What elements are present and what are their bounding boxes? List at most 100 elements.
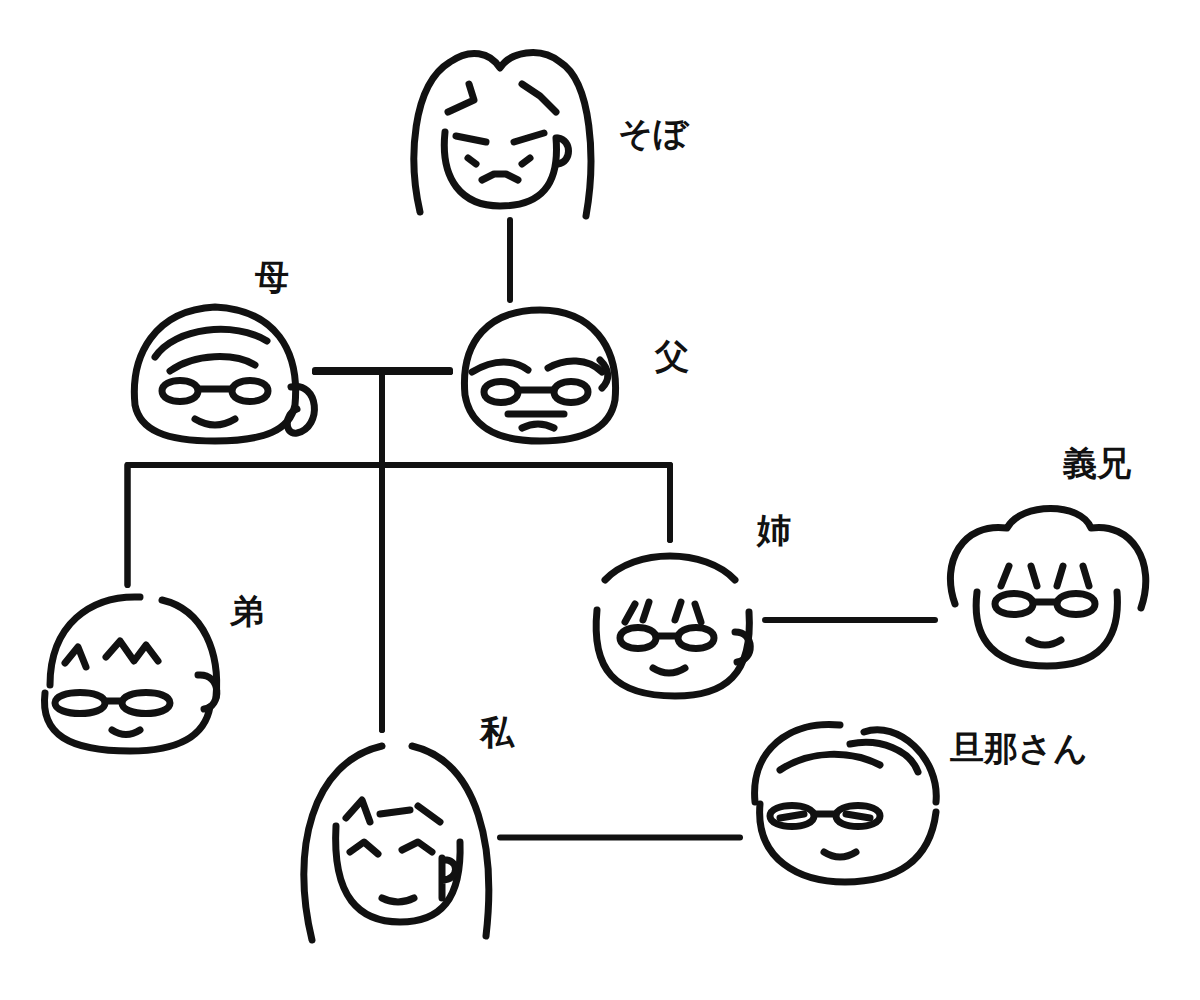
face-stroke (195, 419, 235, 425)
person-label: 旦那さん (950, 730, 1088, 767)
face-stroke (198, 386, 232, 393)
face-stroke (162, 381, 198, 402)
face-stroke (518, 387, 554, 394)
family-line (382, 372, 670, 540)
person-face: 私 (290, 730, 500, 945)
face-stroke (850, 742, 918, 772)
family-line (315, 372, 382, 730)
person-face: 父 (450, 300, 625, 445)
face-stroke (625, 602, 701, 622)
face-stroke (444, 132, 556, 206)
face-stroke (522, 424, 554, 428)
family-line (382, 372, 450, 730)
face-stroke (65, 647, 86, 667)
face-stroke (780, 754, 880, 770)
person-face: 母 (115, 295, 315, 445)
family-line (507, 220, 513, 300)
face-stroke (554, 382, 588, 403)
face-stroke (442, 858, 456, 898)
face-stroke (620, 628, 656, 649)
person-label: 義兄 (1063, 445, 1131, 482)
face-stroke (522, 158, 530, 164)
face-stroke (380, 810, 410, 814)
face-drawing (450, 300, 625, 445)
face-stroke (558, 138, 569, 164)
face-stroke (482, 174, 518, 180)
face-stroke (50, 597, 140, 685)
face-drawing (935, 500, 1160, 670)
face-stroke (382, 898, 414, 902)
face-stroke (995, 594, 1033, 615)
face-stroke (336, 826, 461, 922)
person-label: 父 (655, 338, 689, 375)
face-stroke (55, 693, 105, 714)
face-stroke (760, 804, 936, 882)
face-stroke (824, 852, 856, 857)
face-stroke (522, 84, 556, 112)
face-stroke (402, 842, 432, 852)
face-stroke (122, 693, 170, 714)
face-drawing (290, 730, 500, 945)
person-face: 義兄 (935, 500, 1160, 670)
face-stroke (1057, 594, 1095, 615)
face-stroke (976, 592, 1117, 666)
face-stroke (596, 610, 749, 696)
face-stroke (44, 693, 210, 751)
person-label: 姉 (757, 512, 791, 549)
person-label: 弟 (230, 593, 264, 630)
face-stroke (1029, 640, 1061, 645)
face-stroke (514, 133, 544, 142)
family-line (765, 617, 935, 623)
face-drawing (575, 540, 765, 700)
face-stroke (232, 381, 268, 402)
person-face: 姉 (575, 540, 765, 700)
face-stroke (162, 600, 217, 697)
face-drawing (390, 40, 610, 220)
face-stroke (735, 632, 750, 662)
face-stroke (414, 53, 591, 216)
face-stroke (170, 357, 255, 371)
face-stroke (656, 633, 678, 640)
face-stroke (780, 814, 870, 818)
face-stroke (548, 361, 602, 372)
face-stroke (346, 800, 370, 822)
family-line (500, 835, 740, 841)
face-drawing (30, 585, 225, 755)
face-stroke (105, 698, 122, 705)
person-label: 私 (480, 714, 514, 751)
face-stroke (198, 675, 217, 709)
face-stroke (814, 811, 836, 818)
person-face: 弟 (30, 585, 225, 755)
face-stroke (412, 746, 489, 936)
person-label: そぼ (618, 115, 688, 152)
face-stroke (468, 158, 476, 164)
face-stroke (304, 746, 382, 940)
face-stroke (418, 806, 440, 822)
face-stroke (1001, 566, 1089, 586)
face-stroke (1033, 599, 1057, 606)
person-label: 母 (255, 259, 289, 296)
face-stroke (155, 329, 267, 357)
person-face: 旦那さん (740, 710, 945, 890)
face-stroke (600, 360, 608, 388)
face-stroke (456, 136, 486, 142)
person-face: そぼ (390, 40, 610, 220)
face-stroke (106, 641, 158, 661)
face-stroke (472, 362, 528, 372)
face-drawing (740, 710, 945, 890)
face-stroke (448, 84, 474, 112)
face-stroke (605, 556, 735, 580)
family-line (128, 372, 383, 585)
face-stroke (134, 307, 295, 441)
face-stroke (484, 382, 518, 403)
face-stroke (287, 386, 314, 433)
face-stroke (464, 310, 615, 441)
face-drawing (115, 295, 315, 445)
face-stroke (653, 668, 685, 673)
face-stroke (678, 628, 714, 649)
family-line (128, 372, 451, 585)
face-stroke (112, 730, 140, 735)
face-stroke (508, 411, 564, 418)
